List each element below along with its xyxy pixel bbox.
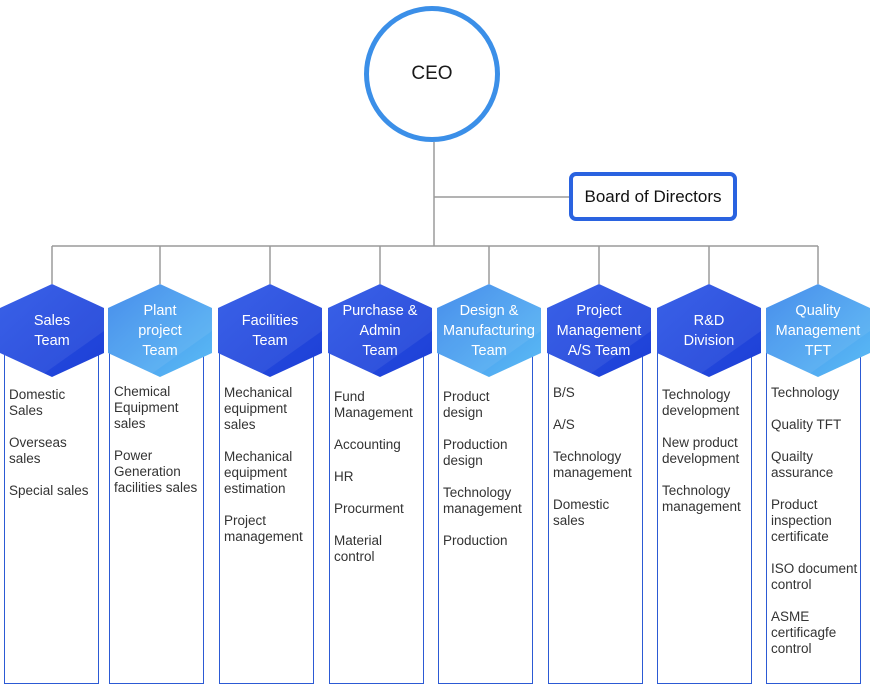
board-label: Board of Directors <box>584 186 722 206</box>
duty-item: Project management <box>224 513 303 544</box>
duty-item: Power Generation facilities sales <box>114 448 198 495</box>
duty-item: Mechanical equipment estimation <box>224 449 293 496</box>
duty-item: Procurment <box>334 501 404 516</box>
team-name-line: Plant <box>143 302 177 319</box>
team-name-line: Management <box>556 322 642 339</box>
duty-item: Technology management <box>553 449 632 480</box>
duty-item: Domestic sales <box>553 497 610 528</box>
team-name-line: Quality <box>795 302 841 319</box>
ceo-label: CEO <box>411 63 453 84</box>
team-hexagon: R&D Division <box>656 283 762 378</box>
duty-item: ASME certificagfe control <box>771 609 837 656</box>
duty-item: Mechanical equipment sales <box>224 385 293 432</box>
team-name-line: Admin <box>359 322 401 339</box>
duty-item: A/S <box>553 417 575 432</box>
duty-item: Quailty assurance <box>771 449 834 480</box>
duty-item: B/S <box>553 385 575 400</box>
duty-item: Production design <box>443 437 508 468</box>
team-name-line: Sales <box>33 312 71 329</box>
team-name: R&D Division <box>656 283 762 378</box>
team-name-line: Team <box>34 332 70 349</box>
team-name-line: Design & <box>459 302 519 319</box>
duty-item: Chemical Equipment sales <box>114 384 179 431</box>
team-name-line: Management <box>775 322 861 339</box>
duty-item: Production <box>443 533 508 548</box>
duty-item: Fund Management <box>334 389 413 420</box>
team-name-line: Team <box>471 342 507 359</box>
team-name-line: Team <box>362 342 398 359</box>
duty-item: Quality TFT <box>771 417 842 432</box>
team-name-line: project <box>138 322 182 339</box>
duty-item: Overseas sales <box>9 435 67 466</box>
team-name-line: R&D <box>693 312 725 329</box>
team-name-line: Manufacturing <box>443 322 535 339</box>
duty-item: ISO document control <box>771 561 858 592</box>
duty-item: Technology <box>771 385 840 400</box>
team-name-line: Project <box>576 302 622 319</box>
team-name-line: Purchase & <box>342 302 418 319</box>
duty-item: Technology management <box>443 485 522 516</box>
team-name-line: Team <box>252 332 288 349</box>
ceo-node: CEO <box>364 6 500 142</box>
duty-item: Product inspection certificate <box>771 497 832 544</box>
team-name-line: A/S Team <box>567 342 631 359</box>
duty-item: Special sales <box>9 483 89 498</box>
duty-item: HR <box>334 469 354 484</box>
duty-item: Technology development <box>662 387 740 418</box>
duty-item: Technology management <box>662 483 741 514</box>
duty-item: Domestic Sales <box>9 387 66 418</box>
team-name-line: TFT <box>804 342 832 359</box>
board-of-directors-node: Board of Directors <box>569 172 737 221</box>
team-name-line: Team <box>142 342 178 359</box>
duty-item: Product design <box>443 389 490 420</box>
duty-item: Accounting <box>334 437 401 452</box>
team-name-line: Division <box>683 332 735 349</box>
team-name-line: Facilities <box>241 312 299 329</box>
duty-item: New product development <box>662 435 740 466</box>
duty-item: Material control <box>334 533 383 564</box>
